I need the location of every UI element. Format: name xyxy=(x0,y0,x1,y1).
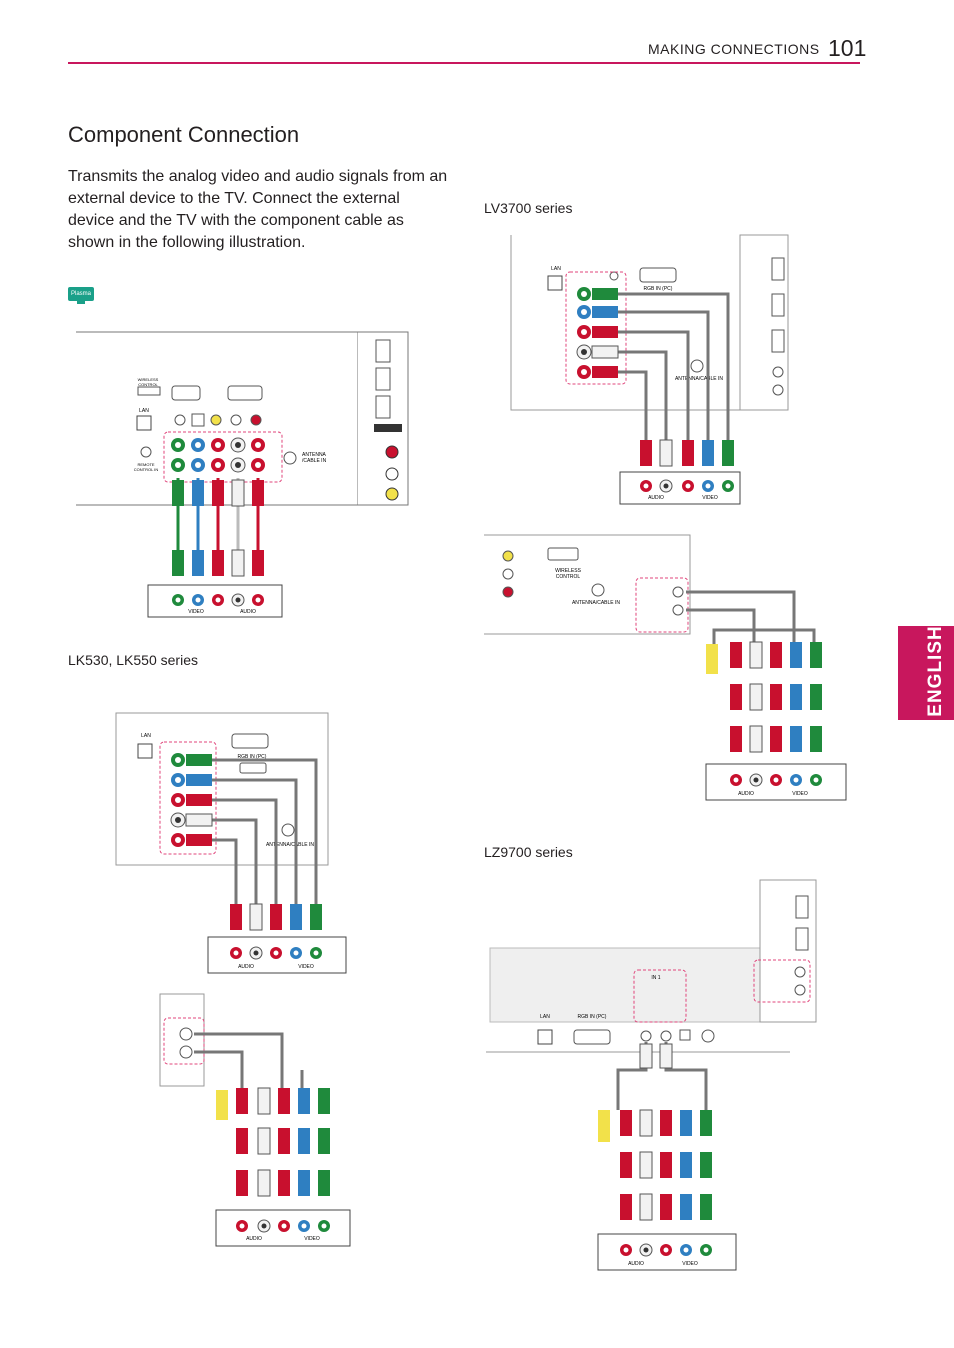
svg-text:VIDEO: VIDEO xyxy=(792,791,808,797)
lz9700-diagram: LAN RGB IN (PC) IN 1 xyxy=(486,879,817,1271)
plasma-video-label: VIDEO xyxy=(188,609,204,615)
svg-text:VIDEO: VIDEO xyxy=(304,1236,320,1242)
header-divider xyxy=(68,62,860,64)
lv3700-diagram-1: LAN RGB IN (PC) ANTENNA/CABLE IN xyxy=(510,234,789,505)
svg-text:CONTROL: CONTROL xyxy=(138,382,158,387)
svg-text:WIRELESS: WIRELESS xyxy=(138,377,159,382)
svg-text:LAN: LAN xyxy=(551,266,561,272)
svg-text:ANTENNA: ANTENNA xyxy=(302,452,327,458)
svg-text:ANTENNA/CABLE IN: ANTENNA/CABLE IN xyxy=(675,376,723,382)
svg-text:AUDIO: AUDIO xyxy=(246,1236,262,1242)
svg-text:VIDEO: VIDEO xyxy=(682,1261,698,1267)
series-label-lv3700: LV3700 series xyxy=(484,200,573,216)
svg-text:RGB IN (PC): RGB IN (PC) xyxy=(644,286,673,292)
svg-text:ANTENNA/CABLE IN: ANTENNA/CABLE IN xyxy=(266,842,314,848)
plasma-audio-label: AUDIO xyxy=(240,609,256,615)
svg-text:RGB IN (PC): RGB IN (PC) xyxy=(238,754,267,760)
svg-text:AUDIO: AUDIO xyxy=(238,964,254,970)
svg-text:LAN: LAN xyxy=(141,733,151,739)
lk530-diagram-2: AUDIO VIDEO xyxy=(159,993,351,1247)
page-number: 101 xyxy=(828,35,867,61)
series-label-lz9700: LZ9700 series xyxy=(484,844,573,860)
svg-text:/CABLE IN: /CABLE IN xyxy=(302,458,327,464)
plasma-stand-icon xyxy=(77,301,85,304)
svg-text:CONTROL: CONTROL xyxy=(556,574,581,580)
svg-text:AUDIO: AUDIO xyxy=(628,1261,644,1267)
series-label-lk530: LK530, LK550 series xyxy=(68,652,198,668)
intro-paragraph: Transmits the analog video and audio sig… xyxy=(68,168,448,251)
svg-text:WIRELESS: WIRELESS xyxy=(555,568,582,574)
page-title: Component Connection xyxy=(68,122,300,147)
plasma-lan-label: LAN xyxy=(139,408,149,414)
svg-text:IN 1: IN 1 xyxy=(651,975,660,981)
lv3700-diagram-2: WIRELESS CONTROL ANTENNA/CABLE IN xyxy=(484,534,847,801)
plasma-diagram: LAN WIRELESS CONTROL REMOTE CONTROL IN A xyxy=(76,331,409,618)
header-section: MAKING CONNECTIONS xyxy=(648,41,820,57)
svg-text:ANTENNA/CABLE IN: ANTENNA/CABLE IN xyxy=(572,600,620,606)
language-side-tab: ENGLISH xyxy=(898,625,954,720)
svg-text:VIDEO: VIDEO xyxy=(298,964,314,970)
svg-text:CONTROL IN: CONTROL IN xyxy=(134,467,159,472)
lk530-diagram-1: LAN RGB IN (PC) ANTENNA/CABLE IN xyxy=(115,712,347,974)
svg-text:AUDIO: AUDIO xyxy=(738,791,754,797)
plasma-badge-icon: Plasma xyxy=(68,287,94,301)
svg-text:VIDEO: VIDEO xyxy=(702,495,718,501)
svg-text:RGB IN (PC): RGB IN (PC) xyxy=(578,1014,607,1020)
svg-text:REMOTE: REMOTE xyxy=(137,462,154,467)
svg-text:LAN: LAN xyxy=(540,1014,550,1020)
svg-text:AUDIO: AUDIO xyxy=(648,495,664,501)
